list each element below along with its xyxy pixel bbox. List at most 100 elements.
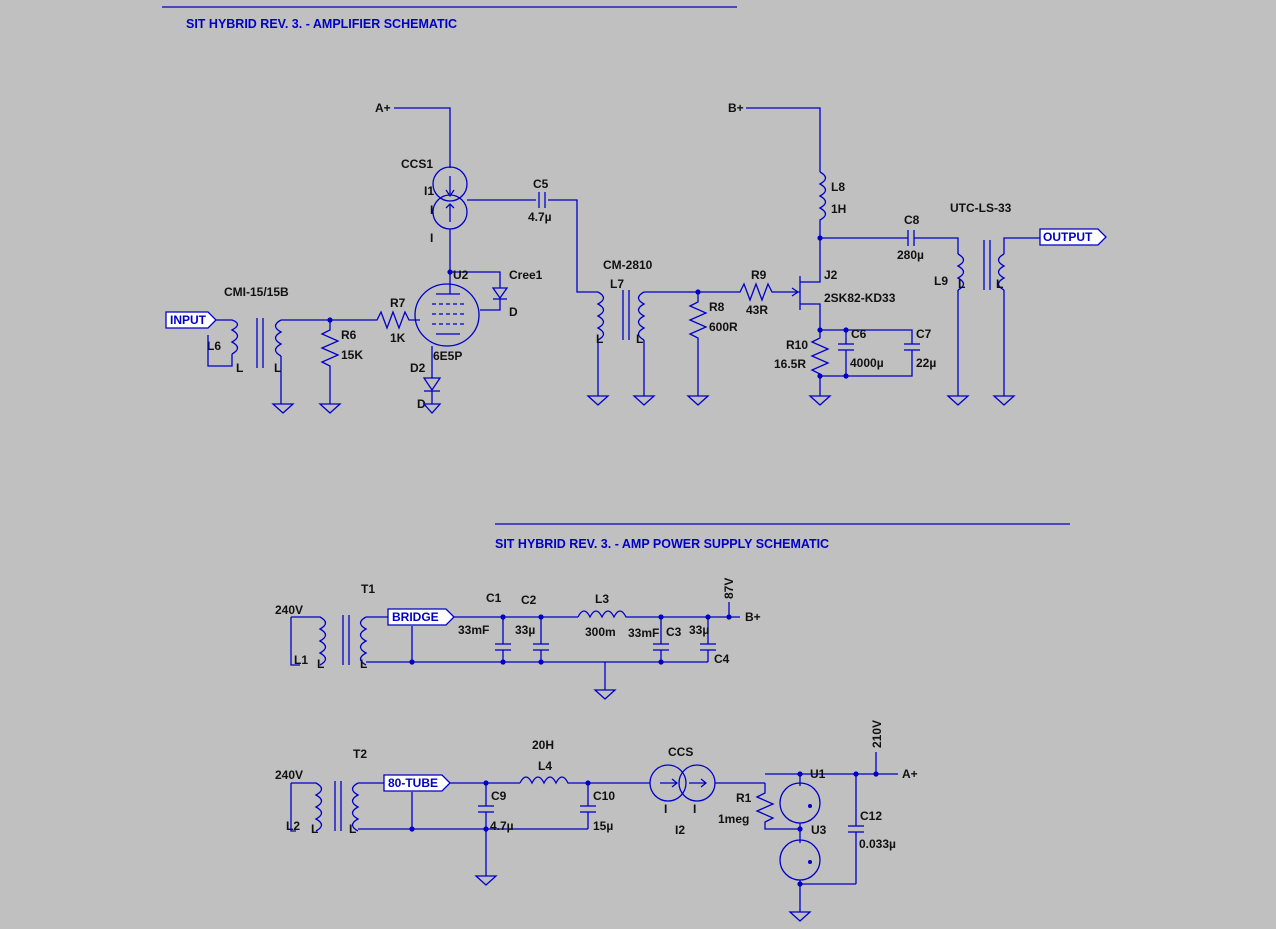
a-plus-filter: C9 4.7µ [450, 780, 520, 886]
a-plus-out: 210V A+ [870, 720, 918, 781]
svg-text:R8: R8 [709, 300, 725, 314]
svg-text:C10: C10 [593, 789, 615, 803]
svg-text:C2: C2 [521, 593, 537, 607]
a-plus-net: A+ [375, 101, 451, 168]
svg-text:210V: 210V [870, 720, 884, 748]
l4-choke: 20H L4 [519, 738, 650, 785]
input-port[interactable]: INPUT [165, 311, 217, 329]
svg-text:L: L [996, 277, 1003, 291]
svg-text:L: L [596, 332, 603, 346]
j2-sit-transistor: J2 2SK82-KD33 [791, 238, 896, 330]
bridge-rectifier[interactable]: BRIDGE [387, 608, 455, 626]
svg-text:4.7µ: 4.7µ [490, 819, 514, 833]
svg-text:I2: I2 [675, 823, 685, 837]
svg-text:1H: 1H [831, 202, 846, 216]
svg-text:L7: L7 [610, 277, 624, 291]
rectifier-80-tube[interactable]: 80-TUBE [383, 774, 451, 792]
regulator-tubes: U1 U3 [765, 767, 879, 922]
svg-text:280µ: 280µ [897, 248, 924, 262]
svg-text:D2: D2 [410, 361, 426, 375]
svg-text:I: I [693, 802, 696, 816]
svg-text:C6: C6 [851, 327, 867, 341]
d2-diode: D2 D [410, 346, 442, 414]
svg-text:J2: J2 [824, 268, 838, 282]
svg-text:C9: C9 [491, 789, 507, 803]
svg-text:R9: R9 [751, 268, 767, 282]
cm2810-transformer: CM-2810 L7 L L [590, 258, 698, 396]
svg-text:D: D [417, 397, 426, 411]
c10-capacitor: C10 15µ [580, 780, 615, 833]
svg-text:300m: 300m [585, 625, 616, 639]
r7-resistor: R7 1K [330, 296, 420, 345]
ground-symbol-ps1 [593, 662, 617, 700]
svg-text:33mF: 33mF [628, 626, 659, 640]
svg-text:15K: 15K [341, 348, 363, 362]
svg-text:INPUT: INPUT [170, 313, 207, 327]
b-plus-filter: C1 33mF C2 33µ [454, 591, 578, 665]
r9-resistor: R9 43R [698, 268, 795, 317]
c12-capacitor: C12 0.033µ [848, 774, 896, 884]
svg-text:L: L [317, 657, 324, 671]
svg-text:L4: L4 [538, 759, 552, 773]
svg-text:33µ: 33µ [515, 623, 535, 637]
svg-text:L9: L9 [934, 274, 948, 288]
svg-text:C7: C7 [916, 327, 932, 341]
t2-transformer: 240V T2 L2 L L [275, 747, 588, 836]
r6-resistor: R6 15K [320, 317, 363, 404]
svg-text:L: L [349, 822, 356, 836]
svg-text:R7: R7 [390, 296, 406, 310]
svg-text:L1: L1 [294, 653, 308, 667]
svg-text:I: I [430, 203, 433, 217]
c7-capacitor: C7 22µ [904, 327, 936, 370]
svg-text:CCS1: CCS1 [401, 157, 433, 171]
svg-text:C3: C3 [666, 625, 682, 639]
svg-text:BRIDGE: BRIDGE [392, 610, 439, 624]
l8-choke: L8 1H [817, 171, 846, 241]
svg-text:2SK82-KD33: 2SK82-KD33 [824, 291, 896, 305]
svg-text:OUTPUT: OUTPUT [1043, 230, 1093, 244]
b-plus-output-caps: 33mF C3 33µ C4 87V B+ [628, 578, 761, 666]
cree1-diode: Cree1 D [480, 268, 543, 319]
svg-text:4.7µ: 4.7µ [528, 210, 552, 224]
svg-text:L: L [274, 361, 281, 375]
svg-text:C12: C12 [860, 809, 882, 823]
svg-text:SIT HYBRID REV. 3. - AMP POWER: SIT HYBRID REV. 3. - AMP POWER SUPPLY SC… [495, 537, 829, 551]
ground-symbols-amp [271, 395, 1016, 414]
svg-text:L: L [311, 822, 318, 836]
svg-text:CMI-15/15B: CMI-15/15B [224, 285, 289, 299]
svg-text:T1: T1 [361, 582, 375, 596]
svg-text:16.5R: 16.5R [774, 357, 806, 371]
r1-resistor: R1 1meg [718, 783, 800, 830]
svg-text:15µ: 15µ [593, 819, 613, 833]
svg-text:600R: 600R [709, 320, 738, 334]
svg-text:C5: C5 [533, 177, 549, 191]
svg-text:Cree1: Cree1 [509, 268, 543, 282]
svg-text:L2: L2 [286, 819, 300, 833]
svg-text:L3: L3 [595, 592, 609, 606]
svg-text:SIT HYBRID REV. 3. - AMPLIFIER: SIT HYBRID REV. 3. - AMPLIFIER SCHEMATIC [186, 17, 457, 31]
u2-6e5p-tube: U2 6E5P [414, 268, 501, 363]
svg-text:U1: U1 [810, 767, 826, 781]
svg-text:20H: 20H [532, 738, 554, 752]
svg-text:R10: R10 [786, 338, 808, 352]
output-port[interactable]: OUTPUT [1039, 228, 1107, 246]
svg-text:L: L [958, 277, 965, 291]
svg-text:R1: R1 [736, 791, 752, 805]
svg-text:UTC-LS-33: UTC-LS-33 [950, 201, 1012, 215]
c6-capacitor: C6 4000µ [838, 327, 884, 376]
svg-text:D: D [509, 305, 518, 319]
ccs1-current-source: CCS1 I1 I I [401, 157, 590, 293]
svg-text:1K: 1K [390, 331, 406, 345]
b-plus-net: B+ [728, 101, 821, 172]
svg-text:6E5P: 6E5P [433, 349, 462, 363]
svg-text:0.033µ: 0.033µ [859, 837, 896, 851]
svg-text:240V: 240V [275, 768, 303, 782]
svg-text:L8: L8 [831, 180, 845, 194]
svg-text:A+: A+ [902, 767, 918, 781]
svg-text:87V: 87V [722, 578, 736, 599]
svg-text:33mF: 33mF [458, 623, 489, 637]
svg-text:I: I [430, 231, 433, 245]
t1-transformer: 240V T1 L1 L L [275, 582, 708, 671]
svg-text:4000µ: 4000µ [850, 356, 884, 370]
